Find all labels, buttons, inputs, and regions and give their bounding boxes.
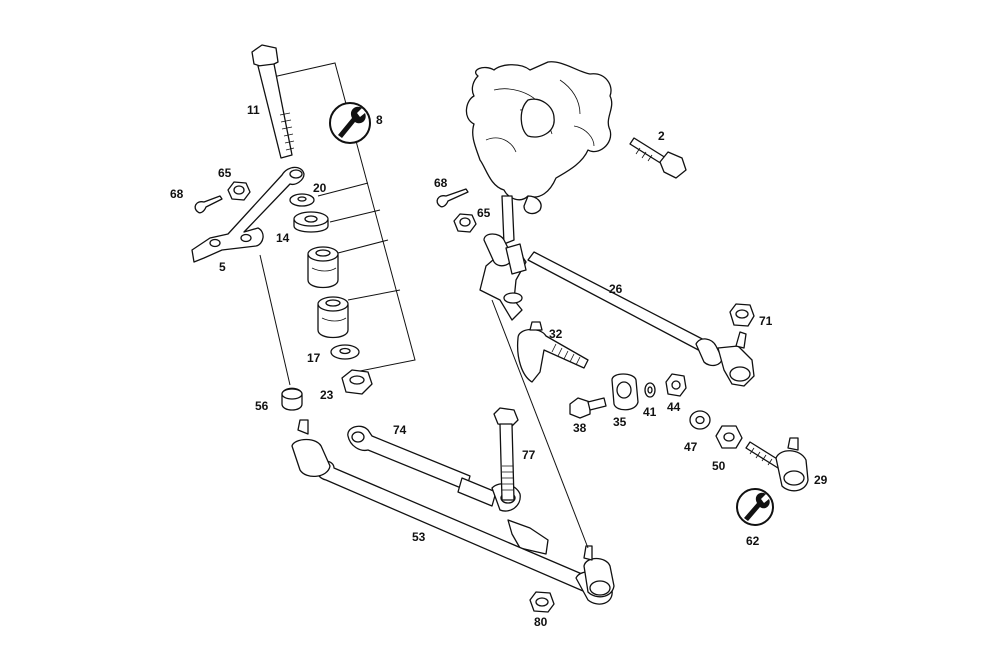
- callout-35: 35: [613, 415, 627, 429]
- nut-80: [529, 591, 555, 613]
- callout-62: 62: [746, 534, 760, 548]
- callout-47: 47: [684, 440, 698, 454]
- callout-41: 41: [643, 405, 657, 419]
- callout-50: 50: [712, 459, 726, 473]
- washer-17: [330, 344, 360, 360]
- wrench-icon-62: [736, 488, 774, 526]
- nut-23: [341, 369, 373, 395]
- clamp-35: [611, 373, 639, 411]
- callout-44: 44: [667, 400, 681, 414]
- callout-74: 74: [393, 423, 407, 437]
- bushing-47: [689, 410, 711, 430]
- left-assembly-bracket-lines: [259, 62, 416, 386]
- callout-38: 38: [573, 421, 587, 435]
- cotter-pin-68-left: [194, 195, 223, 214]
- callout-8: 8: [376, 113, 383, 127]
- nut-44: [665, 373, 687, 397]
- leader-line-pitman: [491, 299, 589, 549]
- callout-65-left: 65: [218, 166, 232, 180]
- bushing-14: [293, 211, 329, 233]
- callout-77: 77: [522, 448, 536, 462]
- steering-arm-5: [191, 166, 305, 263]
- callout-5: 5: [219, 260, 226, 274]
- callout-26: 26: [609, 282, 623, 296]
- callout-71: 71: [759, 314, 773, 328]
- mounting-bracket: [507, 519, 549, 555]
- wrench-icon-8: [329, 102, 371, 144]
- tie-rod-end-29: [745, 437, 809, 492]
- bolt-11: [251, 44, 295, 159]
- callout-labels: 11 8 2 65 68 20 14 5 68 65 26 71 32 17 2…: [170, 103, 828, 629]
- callout-56: 56: [255, 399, 269, 413]
- relay-rod-53: [291, 419, 615, 605]
- steering-gearbox: [465, 61, 613, 245]
- ball-joint-32: [516, 321, 589, 383]
- rubber-mount-upper: [307, 246, 339, 289]
- cap-56: [281, 387, 303, 411]
- cotter-pin-68-right: [436, 188, 469, 208]
- callout-23: 23: [320, 388, 334, 402]
- lock-washer-41: [644, 382, 656, 398]
- pitman-arm: [479, 233, 527, 321]
- callout-65-right: 65: [477, 206, 491, 220]
- callout-11: 11: [247, 103, 260, 117]
- callout-20: 20: [313, 181, 327, 195]
- callout-14: 14: [276, 231, 290, 245]
- castle-nut-65-right: [453, 213, 477, 233]
- callout-2: 2: [658, 129, 665, 143]
- callout-80: 80: [534, 615, 548, 629]
- bolt-77: [493, 407, 519, 501]
- nut-50: [715, 425, 743, 449]
- bolt-38: [569, 397, 607, 419]
- washer-20: [289, 193, 315, 207]
- callout-17: 17: [307, 351, 321, 365]
- bolt-2: [629, 137, 687, 179]
- rubber-mount-lower: [317, 296, 349, 339]
- callout-68-left: 68: [170, 187, 184, 201]
- callout-68-right: 68: [434, 176, 448, 190]
- callout-32: 32: [549, 327, 563, 341]
- callout-29: 29: [814, 473, 828, 487]
- tie-rod-26: [527, 251, 755, 387]
- nut-71: [729, 303, 755, 327]
- callout-53: 53: [412, 530, 426, 544]
- castle-nut-65-left: [227, 181, 251, 201]
